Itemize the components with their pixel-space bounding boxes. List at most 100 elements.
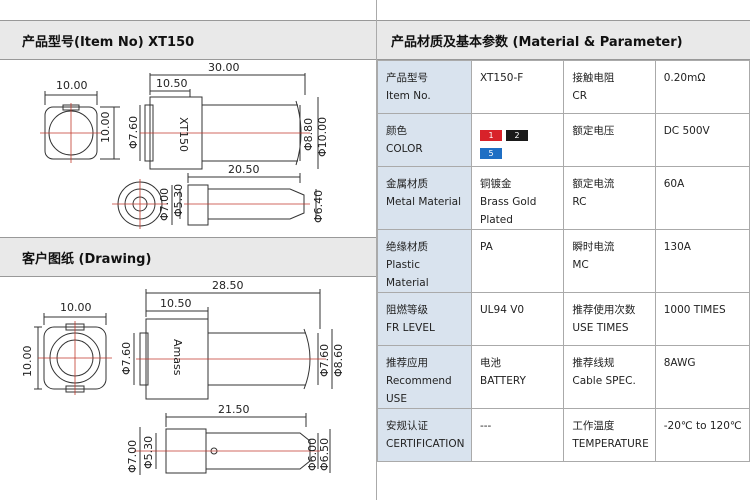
color-swatch: 2 (505, 129, 528, 141)
param-label: 绝缘材质 Plastic Material (377, 229, 472, 293)
param-value-2: 130A (654, 229, 750, 293)
dim-10-50: 10.50 (156, 77, 188, 90)
dim-phi530: Φ5.30 (172, 184, 185, 217)
param-label-text: Plastic Material (386, 259, 429, 289)
param-value-2: 1000 TIMES (654, 292, 750, 346)
param-value-2-text: -20℃ to 120℃ (663, 420, 742, 432)
dim-phi760b: Φ7.60 (318, 344, 331, 377)
param-value: UL94 V0 (470, 292, 565, 346)
param-label-text: Recommend USE (386, 375, 452, 405)
param-value: XT150-F (470, 60, 565, 114)
param-label-2-text: Cable SPEC. (572, 375, 636, 387)
param-label-2: 工作温度 TEMPERATURE (563, 408, 656, 462)
brand-mark: Amass (171, 339, 184, 376)
param-label-2: 额定电流 RC (563, 166, 656, 230)
param-value-2: 60A (654, 166, 750, 230)
dim-phi650: Φ6.50 (318, 438, 331, 471)
param-value-2-text: DC 500V (663, 125, 710, 137)
dim-10-50-b: 10.50 (160, 297, 192, 310)
param-label-text: 绝缘材质 (386, 241, 428, 253)
param-label: 推荐应用 Recommend USE (377, 345, 472, 409)
param-label-2-text: 额定电流 (572, 178, 615, 190)
param-value-text: PA (479, 241, 493, 253)
param-label-2: 额定电压 (563, 113, 656, 167)
param-label-text: FR LEVEL (386, 322, 435, 334)
param-value-2: DC 500V (654, 113, 750, 167)
dim-phi700: Φ7.00 (158, 188, 171, 221)
param-label-2-text: RC (572, 196, 587, 208)
param-label-text: 阻燃等级 (386, 304, 428, 316)
dim-phi1000: Φ10.00 (316, 117, 329, 157)
dim-28-50: 28.50 (212, 279, 244, 292)
dim-phi700-b: Φ7.00 (126, 440, 139, 473)
param-label-text: CERTIFICATION (386, 438, 465, 450)
param-label-2-text: 接触电阻 (572, 72, 615, 84)
param-value-2-text: 130A (663, 241, 691, 253)
param-value: 铜镀金 Brass Gold Plated (470, 166, 565, 230)
param-value-text: Brass Gold Plated (479, 196, 537, 226)
color-swatch: 1 (479, 129, 502, 141)
dim-phi530-b: Φ5.30 (142, 436, 155, 469)
param-label-2-text: CR (572, 90, 588, 102)
param-label-2: 接触电阻 CR (563, 60, 656, 114)
param-value-text: --- (479, 420, 492, 432)
param-value-text: BATTERY (479, 375, 526, 387)
param-value-2: 0.20mΩ (654, 60, 750, 114)
param-label-2-text: 额定电压 (572, 125, 615, 137)
model-mark: XT150 (177, 117, 190, 152)
dim-10-vert: 10.00 (99, 112, 112, 144)
param-label-2: 瞬时电流 MC (563, 229, 656, 293)
drawing-heading: 客户图纸 (Drawing) (0, 237, 376, 277)
param-value-2-text: 8AWG (663, 357, 696, 369)
left-panel: 产品型号(Item No) XT150 (0, 0, 377, 500)
param-value-text: 铜镀金 (479, 178, 512, 190)
bottom-drawing: 10.00 10.00 28.50 10.50 Φ7.60 Amass Φ7.6… (21, 279, 345, 475)
param-label-2-text: 工作温度 (572, 420, 615, 432)
param-value-text: XT150-F (479, 72, 524, 84)
dim-phi880: Φ8.80 (302, 118, 315, 151)
dim-phi640: Φ6.40 (312, 190, 325, 223)
param-value-2-text: 1000 TIMES (663, 304, 726, 316)
param-label-2-text: MC (572, 259, 589, 271)
param-label-2-text: TEMPERATURE (572, 438, 649, 450)
param-value-2: 8AWG (654, 345, 750, 409)
param-value: 电池 BATTERY (470, 345, 565, 409)
param-label-2-text: USE TIMES (572, 322, 629, 334)
dim-phi860: Φ8.60 (332, 344, 345, 377)
param-value-2: -20℃ to 120℃ (654, 408, 750, 462)
param-value: --- (470, 408, 565, 462)
param-label-2-text: 推荐线规 (572, 357, 615, 369)
param-label-text: Item No. (386, 90, 431, 102)
param-value-2-text: 60A (663, 178, 685, 190)
dim-21-50: 21.50 (218, 403, 250, 416)
dim-10-top: 10.00 (56, 79, 88, 92)
param-value-text: 电池 (479, 357, 501, 369)
dim-phi600: Φ6.00 (306, 438, 319, 471)
color-swatch: 5 (479, 147, 502, 159)
param-label: 阻燃等级 FR LEVEL (377, 292, 472, 346)
pin-collar (187, 184, 209, 226)
parameter-heading: 产品材质及基本参数 (Material & Parameter) (377, 20, 750, 60)
top-drawing: 10.00 10.00 30.00 10.50 Φ7.60 XT150 Φ8.8… (40, 61, 329, 229)
param-value: PA (470, 229, 565, 293)
param-label-2: 推荐线规 Cable SPEC. (563, 345, 656, 409)
dim-phi760a: Φ7.60 (120, 342, 133, 375)
param-label-text: 颜色 (386, 125, 407, 137)
param-label-text: 推荐应用 (386, 357, 428, 369)
param-label-2-text: 瞬时电流 (572, 241, 615, 253)
dim-30: 30.00 (208, 61, 240, 74)
dim-10-top-b: 10.00 (60, 301, 92, 314)
